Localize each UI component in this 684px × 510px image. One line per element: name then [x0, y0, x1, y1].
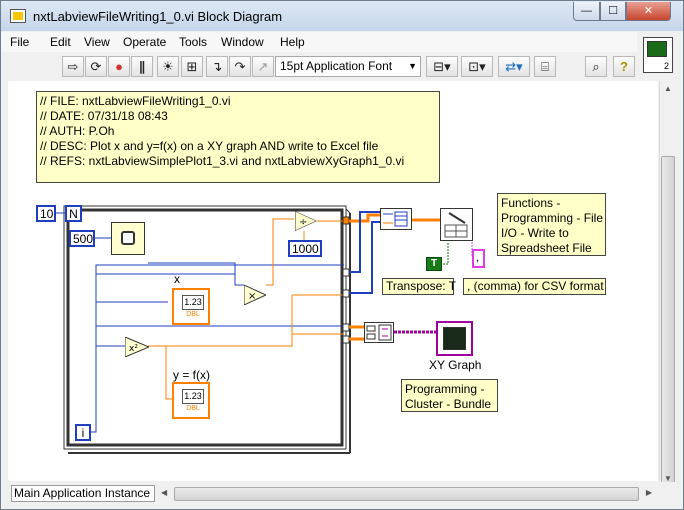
menu-file[interactable]: File: [10, 35, 30, 49]
cleanup-diagram-icon[interactable]: ⌸: [534, 56, 556, 77]
svg-text:x²: x²: [129, 344, 138, 354]
application-instance: Main Application Instance: [11, 485, 155, 502]
x-indicator-type: DBL: [186, 311, 200, 318]
maximize-button[interactable]: ☐: [600, 2, 626, 21]
y-indicator[interactable]: 1.23 DBL: [172, 382, 210, 419]
menu-operate[interactable]: Operate: [123, 35, 167, 49]
scroll-down-icon[interactable]: ▼: [664, 474, 672, 483]
toolbar: ⇨ ⟳ ● ∥ ☀ ⊞ ↴ ↷ ↗ 15pt Application Font …: [1, 53, 637, 81]
title-bar: nxtLabviewFileWriting1_0.vi Block Diagra…: [1, 1, 683, 31]
vi-icon: [647, 41, 667, 57]
loop-iteration-terminal[interactable]: i: [75, 424, 91, 441]
font-select[interactable]: 15pt Application Font ▼: [275, 56, 421, 77]
connector-pane-number: 2: [663, 61, 669, 71]
wait-ms-constant[interactable]: 500: [69, 230, 95, 247]
bundle-function[interactable]: [364, 322, 394, 343]
x-indicator[interactable]: 1.23 DBL: [172, 288, 210, 325]
xy-graph-label: XY Graph: [429, 358, 482, 372]
menu-bar: File Edit View Operate Tools Window Help: [1, 32, 637, 52]
clock-icon: [121, 231, 135, 245]
y-indicator-value: 1.23: [182, 389, 204, 404]
write-spreadsheet-function[interactable]: [440, 208, 473, 241]
for-loop-inner: [66, 208, 344, 447]
pause-icon[interactable]: ∥: [131, 56, 153, 77]
header-comment[interactable]: // FILE: nxtLabviewFileWriting1_0.vi // …: [36, 91, 440, 183]
distribute-objects-icon[interactable]: ⊡▾: [461, 56, 493, 77]
menu-window[interactable]: Window: [221, 35, 264, 49]
comma-delimiter-constant[interactable]: ,: [472, 249, 485, 268]
comma-comment[interactable]: , (comma) for CSV format: [463, 278, 606, 295]
labview-app-icon: [10, 9, 26, 23]
continuous-run-icon[interactable]: ⟳: [85, 56, 107, 77]
scroll-left-icon[interactable]: ◀: [161, 488, 168, 497]
wait-ms-function[interactable]: [111, 222, 145, 255]
transpose-comment[interactable]: Transpose: T: [382, 278, 456, 295]
font-select-value: 15pt Application Font: [280, 59, 393, 73]
loop-count-constant[interactable]: 10: [36, 205, 56, 222]
block-diagram-canvas[interactable]: // FILE: nxtLabviewFileWriting1_0.vi // …: [8, 81, 658, 481]
xy-graph-icon: [443, 327, 466, 350]
multiply-function[interactable]: ×: [243, 284, 268, 306]
square-function[interactable]: x²: [124, 336, 151, 358]
y-indicator-type: DBL: [186, 405, 200, 412]
retain-wire-values-icon[interactable]: ⊞: [181, 56, 203, 77]
vertical-scrollbar[interactable]: ▲ ▼: [659, 81, 676, 496]
menu-tools[interactable]: Tools: [179, 35, 208, 49]
menu-help[interactable]: Help: [280, 35, 305, 49]
window-title: nxtLabviewFileWriting1_0.vi Block Diagra…: [33, 9, 283, 24]
vi-icon-pane[interactable]: 2: [643, 37, 673, 73]
close-button[interactable]: ✕: [626, 2, 671, 21]
divide-constant[interactable]: 1000: [288, 240, 322, 257]
scroll-up-icon[interactable]: ▲: [664, 84, 672, 93]
svg-text:÷: ÷: [299, 217, 307, 228]
loop-count-terminal[interactable]: N: [65, 205, 82, 222]
xy-graph-terminal[interactable]: [436, 321, 473, 356]
vertical-scroll-thumb[interactable]: [661, 156, 675, 496]
menu-edit[interactable]: Edit: [50, 35, 71, 49]
align-objects-icon[interactable]: ⊟▾: [426, 56, 458, 77]
help-icon[interactable]: ?: [613, 56, 635, 77]
transpose-true-constant[interactable]: T: [426, 257, 442, 271]
x-indicator-value: 1.23: [182, 295, 204, 310]
horizontal-scrollbar[interactable]: ◀ ▶: [158, 486, 655, 503]
svg-text:×: ×: [248, 291, 256, 302]
abort-icon[interactable]: ●: [108, 56, 130, 77]
step-out-icon[interactable]: ↗: [252, 56, 274, 77]
search-icon[interactable]: ⌕: [585, 56, 607, 77]
functions-comment[interactable]: Functions - Programming - File I/O - Wri…: [497, 193, 606, 256]
menu-view[interactable]: View: [84, 35, 110, 49]
minimize-button[interactable]: —: [573, 2, 600, 21]
step-over-icon[interactable]: ↷: [229, 56, 251, 77]
x-label: x: [174, 272, 180, 286]
scroll-right-icon[interactable]: ▶: [645, 488, 652, 497]
run-arrow-icon[interactable]: ⇨: [62, 56, 84, 77]
step-into-icon[interactable]: ↴: [206, 56, 228, 77]
y-label: y = f(x): [173, 368, 211, 382]
reorder-icon[interactable]: ⇄▾: [498, 56, 530, 77]
status-bar: Main Application Instance ◀ ▶: [1, 482, 683, 509]
highlight-execution-icon[interactable]: ☀: [157, 56, 179, 77]
build-array-function[interactable]: [380, 208, 412, 230]
horizontal-scroll-thumb[interactable]: [174, 487, 639, 501]
bundle-comment[interactable]: Programming - Cluster - Bundle: [401, 379, 498, 412]
chevron-down-icon: ▼: [408, 61, 417, 71]
